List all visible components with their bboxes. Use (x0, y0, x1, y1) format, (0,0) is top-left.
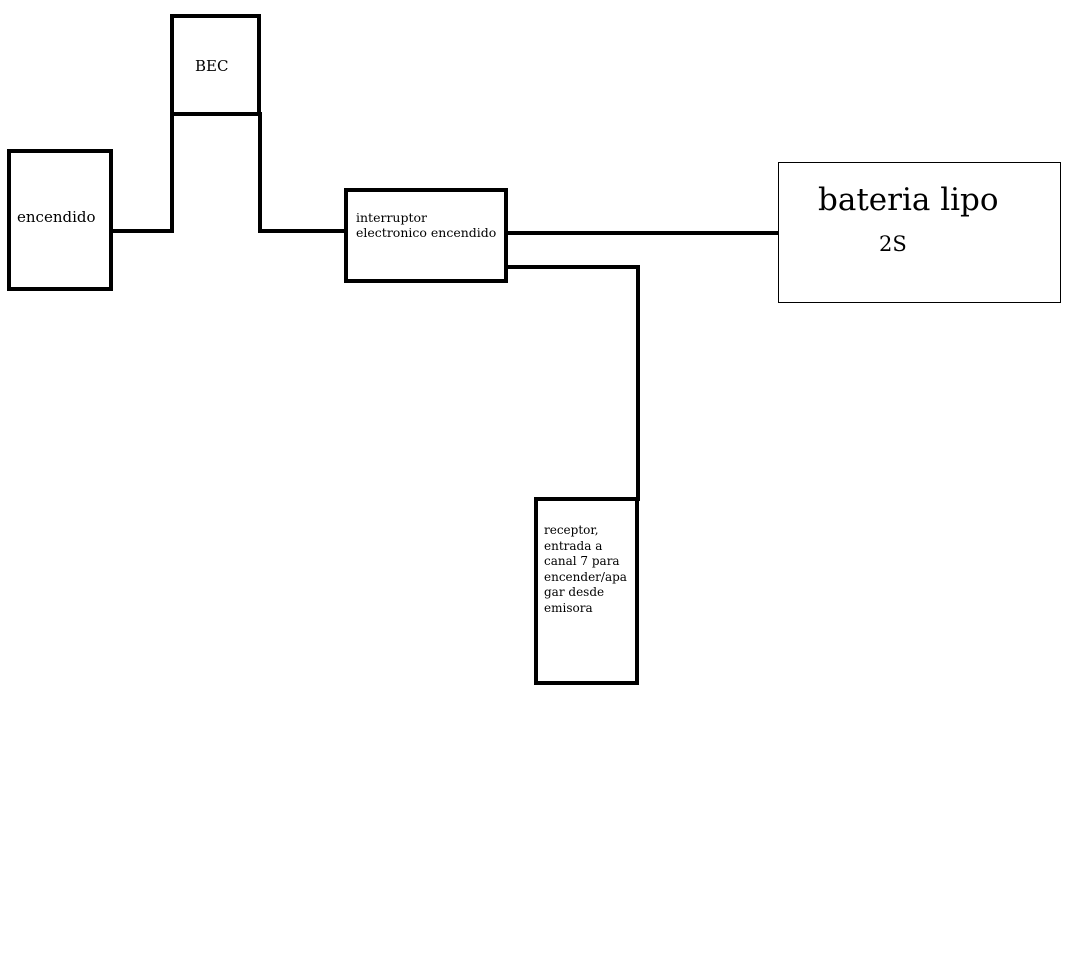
node-label-interruptor: interruptor electronico encendido (356, 210, 497, 240)
node-label-bateria: bateria lipo (818, 182, 999, 218)
node-encendido: encendido (7, 149, 113, 291)
node-label-encendido: encendido (17, 208, 96, 226)
node-bec: BEC (170, 14, 261, 116)
node-interruptor: interruptor electronico encendido (344, 188, 508, 283)
wire-junction-dot (514, 231, 517, 234)
node-label-bec: BEC (195, 57, 229, 75)
wire-junction-dot (541, 231, 544, 234)
node-label-receptor: receptor, entrada a canal 7 para encende… (544, 523, 627, 615)
node-bateria: bateria lipo 2S (778, 162, 1061, 303)
node-receptor: receptor, entrada a canal 7 para encende… (534, 497, 639, 685)
node-sublabel-bateria: 2S (879, 232, 907, 256)
